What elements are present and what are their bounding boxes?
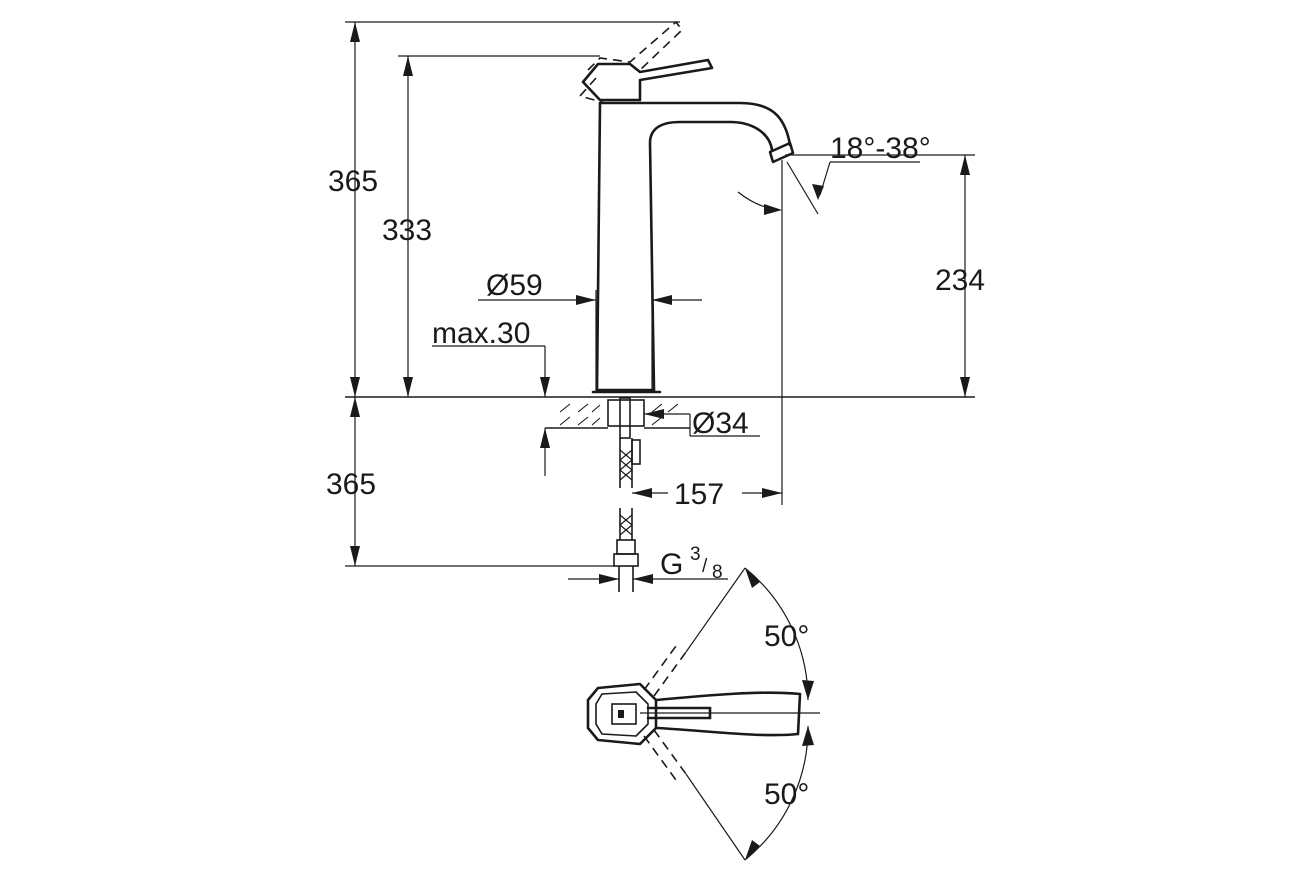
thread-prefix: G <box>660 548 683 581</box>
lever-angle-top-label: 50° <box>764 620 809 653</box>
dimension-below-counter: 365 <box>326 397 614 567</box>
thread-slash: / <box>702 556 708 577</box>
dimension-lever-height: 333 <box>382 55 600 397</box>
faucet-top-view: 50° 50° <box>586 567 820 861</box>
thread-denominator: 8 <box>712 562 723 583</box>
dimension-max-thickness: max.30 <box>432 317 550 476</box>
lever-angle-bottom-label: 50° <box>764 778 809 811</box>
dimension-total-height: 365 <box>328 21 680 397</box>
lever-height-label: 333 <box>382 214 432 247</box>
below-counter-label: 365 <box>326 468 376 501</box>
hole-diameter-label: Ø34 <box>692 407 749 440</box>
aerator-angle-label: 18°-38° <box>830 132 931 165</box>
total-height-label: 365 <box>328 165 378 198</box>
dimension-body-diameter: Ø59 <box>478 269 702 392</box>
dimension-spout-height: 234 <box>785 154 985 397</box>
dimension-thread: G 3 / 8 <box>568 544 728 584</box>
thread-numerator: 3 <box>690 544 701 565</box>
dimension-aerator-angle: 18°-38° <box>737 132 931 215</box>
countertop <box>345 396 975 429</box>
body-diameter-label: Ø59 <box>486 269 543 302</box>
spout-height-label: 234 <box>935 264 985 297</box>
spout-reach-label: 157 <box>674 478 724 511</box>
dimension-spout-reach: 157 <box>632 160 783 511</box>
faucet-side-view <box>578 20 795 592</box>
max-thickness-label: max.30 <box>432 317 530 350</box>
dimension-hole-diameter: Ø34 <box>644 407 760 440</box>
